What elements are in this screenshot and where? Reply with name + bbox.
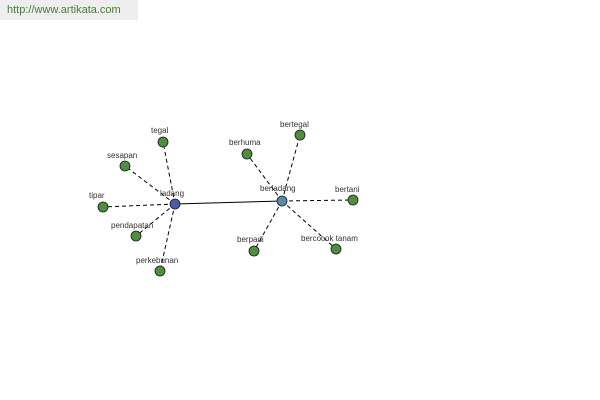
- node-marker-sesapan[interactable]: [119, 160, 131, 172]
- node-ladang[interactable]: ladang: [160, 189, 184, 210]
- node-marker-berpadi[interactable]: [248, 245, 260, 257]
- node-label-tegal: tegal: [151, 126, 169, 135]
- edge-ladang-tegal: [162, 141, 176, 205]
- node-bertegal[interactable]: bertegal: [280, 120, 309, 141]
- node-marker-bertani[interactable]: [347, 194, 359, 206]
- edge-ladang-berladang: [174, 200, 283, 205]
- node-marker-bercocok-tanam[interactable]: [330, 243, 342, 255]
- node-label-tipar: tipar: [89, 191, 105, 200]
- node-marker-tegal[interactable]: [157, 136, 169, 148]
- node-marker-berhuma[interactable]: [241, 148, 253, 160]
- edge-ladang-perkebunan: [159, 203, 176, 272]
- edges-layer: [102, 134, 354, 272]
- edge-berladang-bercocok-tanam: [281, 200, 337, 250]
- edge-berladang-bertani: [281, 199, 354, 202]
- node-tegal[interactable]: tegal: [151, 126, 169, 148]
- node-label-berpadi: berpadi: [237, 235, 264, 244]
- node-bercocok-tanam[interactable]: bercocok tanam: [301, 234, 358, 255]
- edge-berladang-berpadi: [253, 200, 283, 252]
- edge-ladang-tipar: [102, 203, 176, 208]
- node-bertani[interactable]: bertani: [335, 185, 360, 206]
- node-label-berladang: berladang: [260, 184, 296, 193]
- node-pendapatan[interactable]: pendapatan: [111, 221, 153, 242]
- node-marker-tipar[interactable]: [97, 201, 109, 213]
- node-marker-pendapatan[interactable]: [130, 230, 142, 242]
- node-berhuma[interactable]: berhuma: [229, 138, 261, 160]
- source-link-bar: http://www.artikata.com: [0, 0, 138, 20]
- edge-ladang-pendapatan: [135, 203, 176, 237]
- node-marker-ladang[interactable]: [169, 198, 181, 210]
- node-label-perkebunan: perkebunan: [136, 256, 178, 265]
- node-label-pendapatan: pendapatan: [111, 221, 153, 230]
- source-link[interactable]: http://www.artikata.com: [7, 4, 121, 16]
- node-label-sesapan: sesapan: [107, 151, 137, 160]
- node-label-bertegal: bertegal: [280, 120, 309, 129]
- node-perkebunan[interactable]: perkebunan: [136, 256, 178, 277]
- edge-berladang-bertegal: [281, 134, 301, 202]
- node-label-berhuma: berhuma: [229, 138, 261, 147]
- edge-berladang-berhuma: [246, 153, 283, 202]
- node-marker-berladang[interactable]: [276, 195, 288, 207]
- node-tipar[interactable]: tipar: [89, 191, 109, 213]
- edge-ladang-sesapan: [124, 165, 176, 205]
- node-label-bertani: bertani: [335, 185, 360, 194]
- node-berladang[interactable]: berladang: [260, 184, 296, 207]
- node-marker-perkebunan[interactable]: [154, 265, 166, 277]
- node-label-bercocok-tanam: bercocok tanam: [301, 234, 358, 243]
- nodes-layer: ladang berladang tegal sesapan tipar pendapat…: [89, 120, 360, 277]
- node-label-ladang: ladang: [160, 189, 184, 198]
- node-berpadi[interactable]: berpadi: [237, 235, 264, 257]
- node-sesapan[interactable]: sesapan: [107, 151, 137, 172]
- node-marker-bertegal[interactable]: [294, 129, 306, 141]
